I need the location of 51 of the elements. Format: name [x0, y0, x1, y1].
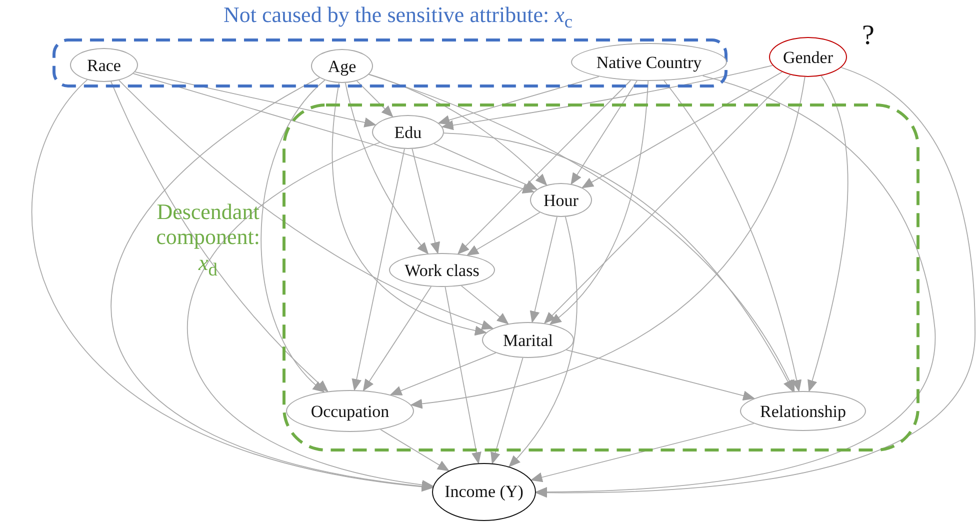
arrow — [664, 80, 802, 392]
arrow — [344, 82, 429, 254]
arrow — [368, 74, 548, 186]
arrow — [807, 75, 848, 392]
variable-ellipse: Edu — [372, 115, 444, 149]
arrow — [466, 212, 540, 256]
arrow — [490, 357, 524, 464]
arrow — [260, 80, 326, 392]
arrow — [438, 76, 600, 125]
variable-ellipse: Age — [311, 49, 373, 83]
variable-ellipse: Native Country — [571, 43, 727, 81]
group-heading: Descendant component: x$_{d}$ — [155, 199, 261, 280]
arrow — [187, 142, 434, 490]
arrow — [460, 285, 509, 324]
arrow — [570, 80, 638, 185]
arrow — [441, 64, 774, 130]
arrow — [352, 148, 405, 391]
arrow — [412, 148, 440, 254]
arrow — [118, 80, 494, 330]
arrow — [443, 132, 794, 392]
group-heading: Not caused by the sensitive attribute: x$_{c}$ — [222, 2, 574, 32]
arrow — [134, 71, 376, 128]
variable-ellipse: Race — [70, 48, 138, 82]
arrow — [380, 429, 450, 472]
arrow — [508, 216, 578, 468]
variable-ellipse: Marital — [482, 322, 574, 358]
arrow — [31, 79, 434, 492]
variable-ellipse: Work class — [389, 253, 495, 287]
variable-ellipse: Relationship — [740, 391, 866, 431]
arrow — [549, 80, 649, 325]
variable-ellipse: Occupation — [286, 390, 414, 432]
arrow — [368, 74, 795, 392]
arrow — [581, 72, 783, 188]
variable-ellipse: Hour — [530, 183, 592, 217]
arrow — [444, 286, 482, 464]
arrow — [530, 216, 558, 324]
arrow — [356, 80, 394, 118]
variable-ellipse: Income (Y) — [432, 463, 536, 521]
arrow — [566, 349, 756, 400]
arrow — [544, 74, 791, 324]
arrow — [132, 73, 535, 194]
arrow — [530, 423, 754, 482]
arrow — [410, 76, 806, 408]
arrow — [457, 80, 632, 254]
arrow — [434, 143, 538, 190]
variable-ellipse: Gender — [769, 37, 847, 77]
node-annotation: ? — [862, 20, 874, 52]
arrow — [332, 82, 487, 336]
arrow — [390, 352, 496, 396]
arrow — [362, 286, 432, 392]
arrow — [110, 81, 328, 392]
